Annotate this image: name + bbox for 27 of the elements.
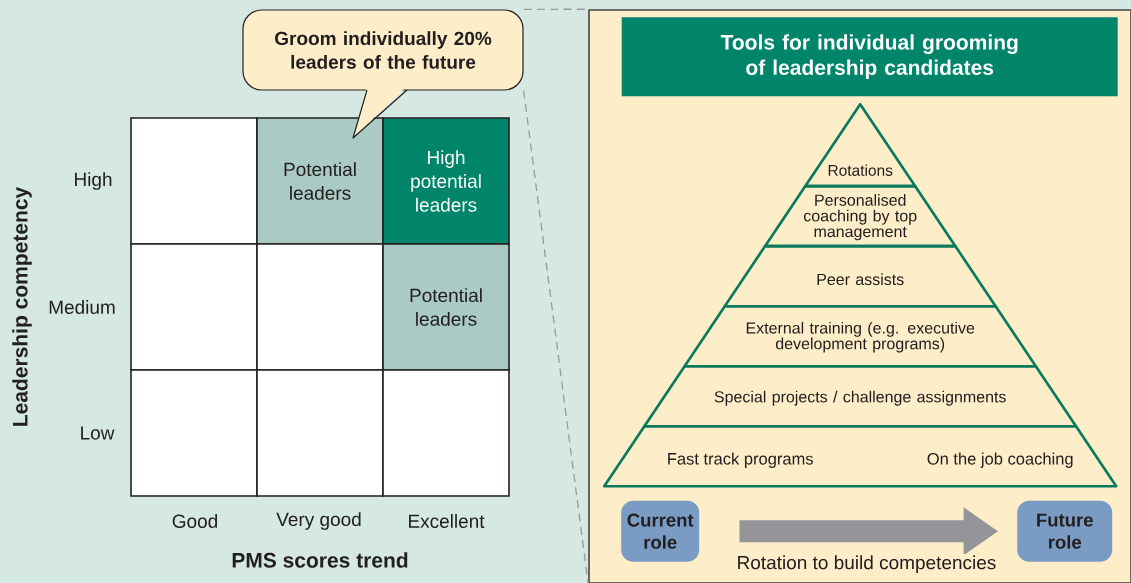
- pyramid-layer: Personalised coaching by top management: [763, 184, 957, 248]
- grid-cell: High potential leaders: [382, 117, 510, 245]
- pyramid-layer: Special projects / challenge assignments: [643, 364, 1078, 428]
- grid-cell: Potential leaders: [256, 117, 384, 245]
- edge-label: Rotation to build competencies: [735, 554, 998, 575]
- axis-label: Very good: [276, 512, 361, 530]
- grid-cell: [382, 369, 510, 497]
- title-banner: Tools for individual grooming of leadership candidates: [621, 17, 1118, 97]
- role-box: Current role: [621, 500, 700, 562]
- grid-cell: [256, 369, 384, 497]
- pyramid-layer: Peer assists: [723, 244, 997, 308]
- axis-label: Excellent: [409, 514, 485, 528]
- axis-label: Good: [172, 514, 217, 528]
- pyramid-layer: Fast track programs On the job coaching: [602, 424, 1118, 488]
- pyramid-layer: Rotations: [803, 102, 917, 188]
- grid-cell: Potential leaders: [382, 243, 510, 371]
- grid-cell: [256, 243, 384, 371]
- speech-bubble: Groom individually 20% leaders of the future: [242, 9, 524, 139]
- role-box: Future role: [1017, 500, 1113, 562]
- axis-title: Leadership competency: [12, 186, 32, 426]
- grid-cell: [130, 243, 258, 371]
- axis-title: PMS scores trend: [232, 552, 408, 568]
- grid-cell: [130, 369, 258, 497]
- grid-cell: [130, 117, 258, 245]
- pyramid-layer: External training (e.g. executive development programs): [683, 304, 1038, 368]
- axis-label: High: [75, 172, 112, 190]
- zoom-line: [522, 89, 589, 583]
